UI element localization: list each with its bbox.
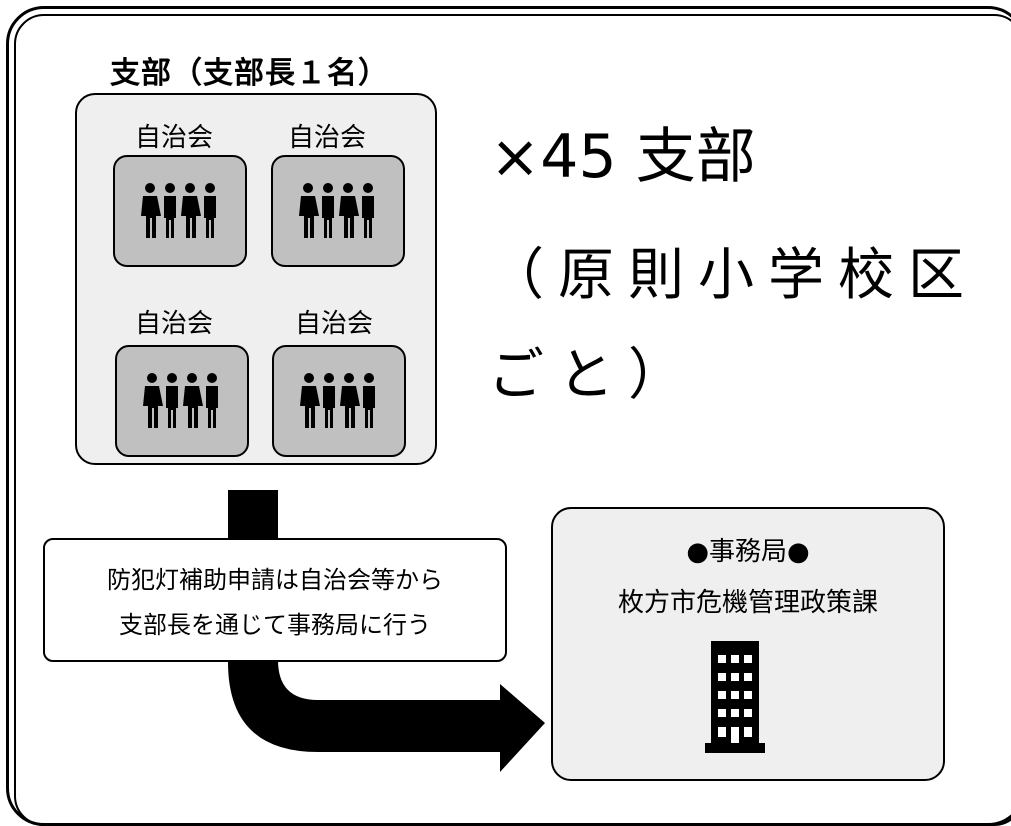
application-note-line2: 支部長を通じて事務局に行う <box>119 611 431 639</box>
people-group-icon <box>300 373 375 428</box>
branch-box: 自治会 自治会 自治会 自治会 <box>75 93 437 465</box>
branch-title: 支部（支部長１名） <box>110 56 389 91</box>
association-label: 自治会 <box>288 123 367 153</box>
association-tile <box>115 345 249 457</box>
scope-note-line1: （原則小学校区 <box>488 243 978 308</box>
association-label: 自治会 <box>135 123 214 153</box>
association-tile <box>271 155 405 267</box>
association-tile <box>113 155 247 267</box>
association-label: 自治会 <box>135 309 214 339</box>
people-group-icon <box>141 183 216 238</box>
branch-count: ×45 支部 <box>490 122 756 192</box>
scope-note-line2: ごと） <box>488 343 698 408</box>
secretariat-box: ●事務局● 枚方市危機管理政策課 <box>551 507 945 781</box>
secretariat-heading: ●事務局● <box>686 537 810 567</box>
association-tile <box>272 345 406 457</box>
office-building-icon <box>705 641 765 753</box>
application-note: 防犯灯補助申請は自治会等から 支部長を通じて事務局に行う <box>43 538 507 662</box>
people-group-icon <box>299 183 374 238</box>
secretariat-name: 枚方市危機管理政策課 <box>617 588 878 618</box>
people-group-icon <box>143 373 218 428</box>
association-label: 自治会 <box>295 309 374 339</box>
application-note-line1: 防犯灯補助申請は自治会等から <box>107 566 443 594</box>
